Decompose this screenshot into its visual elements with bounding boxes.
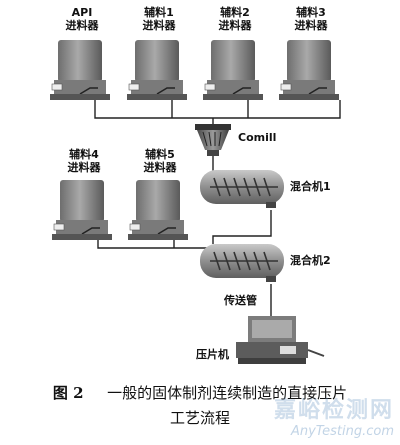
feeder-excipient-3-label: 辅料3 进料器 — [287, 6, 335, 32]
feeder-excipient-3 — [279, 40, 339, 100]
mixer-1-label: 混合机1 — [290, 180, 331, 193]
feeder-excipient-2-name: 辅料2 — [220, 6, 250, 19]
watermark-site-url: AnyTesting.com — [290, 424, 394, 439]
feeder-excipient-3-name: 辅料3 — [296, 6, 326, 19]
feeder-excipient-2-suffix: 进料器 — [218, 19, 252, 32]
feeder-excipient-1-suffix: 进料器 — [142, 19, 176, 32]
comill-label: Comill — [238, 131, 277, 144]
feeder-excipient-5 — [128, 180, 188, 240]
feeder-excipient-4 — [52, 180, 112, 240]
feeder-api-name: API — [71, 6, 93, 19]
feeder-excipient-4-label: 辅料4 进料器 — [60, 148, 108, 174]
feeder-excipient-1-name: 辅料1 — [144, 6, 174, 19]
mixer1-to-mixer2-pipe — [212, 210, 272, 244]
bottom-collection-pipe — [97, 240, 213, 249]
watermark: 嘉峪检测网 AnyTesting.com — [274, 392, 394, 439]
feeder-excipient-5-label: 辅料5 进料器 — [136, 148, 184, 174]
watermark-site-name: 嘉峪检测网 — [273, 398, 394, 423]
feeder-excipient-5-suffix: 进料器 — [143, 161, 177, 174]
feeder-api-suffix: 进料器 — [65, 19, 99, 32]
top-collection-pipe — [94, 100, 341, 126]
feeder-excipient-2-label: 辅料2 进料器 — [211, 6, 259, 32]
figure-caption-line2: 工艺流程 — [169, 409, 230, 427]
figure-number: 图 2 — [52, 384, 84, 402]
feeder-excipient-4-suffix: 进料器 — [67, 161, 101, 174]
feeder-api-label: API 进料器 — [62, 6, 102, 32]
feeder-excipient-2 — [203, 40, 263, 100]
mixer-2-label: 混合机2 — [290, 254, 331, 267]
feeder-excipient-5-name: 辅料5 — [145, 148, 175, 161]
figure-caption-text: 一般的固体制剂连续制造的直接压片 — [107, 384, 348, 402]
feeder-excipient-1-label: 辅料1 进料器 — [135, 6, 183, 32]
feeder-excipient-4-name: 辅料4 — [69, 148, 99, 161]
feeder-excipient-3-suffix: 进料器 — [294, 19, 328, 32]
comill — [195, 124, 231, 156]
feeder-excipient-1 — [127, 40, 187, 100]
flow-schematic — [50, 40, 341, 364]
figure-caption-line1: 图 2 一般的固体制剂连续制造的直接压片 — [0, 382, 400, 403]
tablet-press-label: 压片机 — [196, 348, 229, 361]
transfer-tube-label: 传送管 — [224, 294, 257, 307]
mixer-2 — [200, 244, 284, 282]
feeder-api — [50, 40, 110, 100]
tablet-press — [236, 316, 325, 364]
mixer-1 — [200, 170, 284, 208]
